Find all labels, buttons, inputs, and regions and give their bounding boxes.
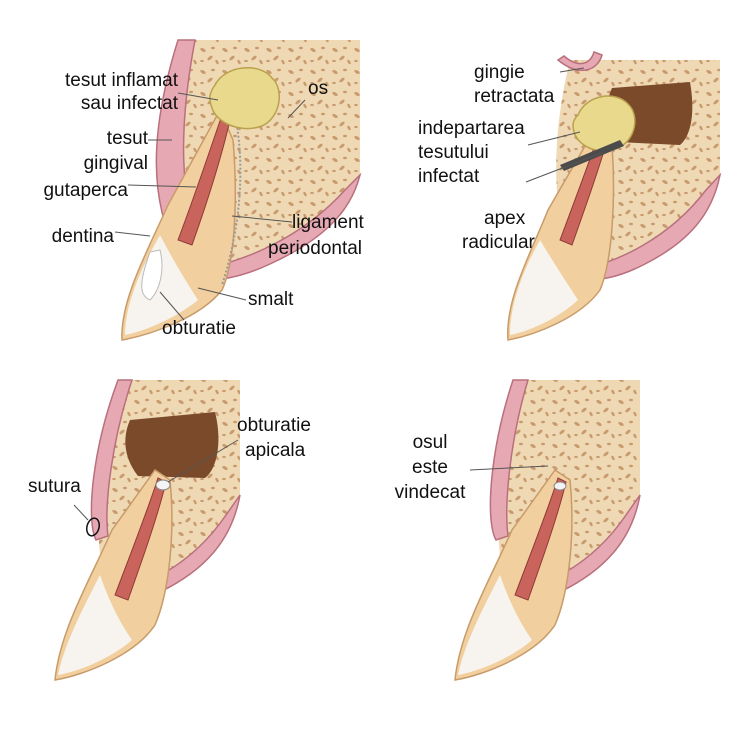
apical-filling [155,479,171,491]
leader-lines [469,465,549,471]
label-removal-line3: infectat [418,166,480,187]
enamel [510,240,578,335]
label-enamel: smalt [248,289,294,310]
label-removal: indepartarea [418,118,525,139]
enamel [58,575,132,675]
panel-top-right [507,51,722,341]
label-gum-tissue-line2: gingival [83,153,148,174]
label-gutta-percha: gutaperca [43,180,128,201]
label-dentin: dentina [51,226,114,247]
label-apical-filling-line2: apicala [245,440,306,461]
label-retracted-gum: gingie [474,62,525,83]
label-bone: os [308,78,329,99]
apical-filling [553,481,567,491]
label-removal-line2: tesutului [418,142,489,163]
leader-lines [114,92,306,321]
panel-bottom-right [454,379,641,681]
label-ligament: ligament [292,212,364,233]
filling [141,249,163,301]
root-canal [514,477,567,601]
label-root-apex-line2: radicular [462,232,535,253]
panel-bottom-left [54,379,241,681]
label-root-apex: apex [484,208,526,229]
label-healed-bone-line2: este [412,457,448,478]
gum-outer [489,379,530,541]
label-inflamed-tissue-line2: sau infectat [80,93,178,114]
leader-lines [525,67,605,183]
inflamed-tissue [209,67,280,130]
suture [86,517,100,537]
label-filling: obturatie [162,318,236,339]
bone-cavity [125,412,219,478]
enamel [458,575,532,675]
label-retracted-gum-line2: retractata [474,86,555,107]
label-apical-filling: obturatie [237,415,311,436]
label-ligament-line2: periodontal [268,238,363,259]
gum-retracted [556,51,603,72]
panel-top-left [114,39,362,341]
enamel [125,235,198,335]
label-healed-bone: osul [412,432,448,453]
label-inflamed-tissue: tesut inflamat [65,70,178,91]
root-canal [114,477,167,601]
periodontal-ligament [221,119,242,286]
label-healed-bone-line3: vindecat [394,482,466,503]
label-gum-tissue: tesut [106,128,148,149]
root-canal-gutta-percha [177,114,231,246]
leader-lines [73,439,239,521]
gum-outer [90,379,134,541]
label-suture: sutura [28,476,81,497]
